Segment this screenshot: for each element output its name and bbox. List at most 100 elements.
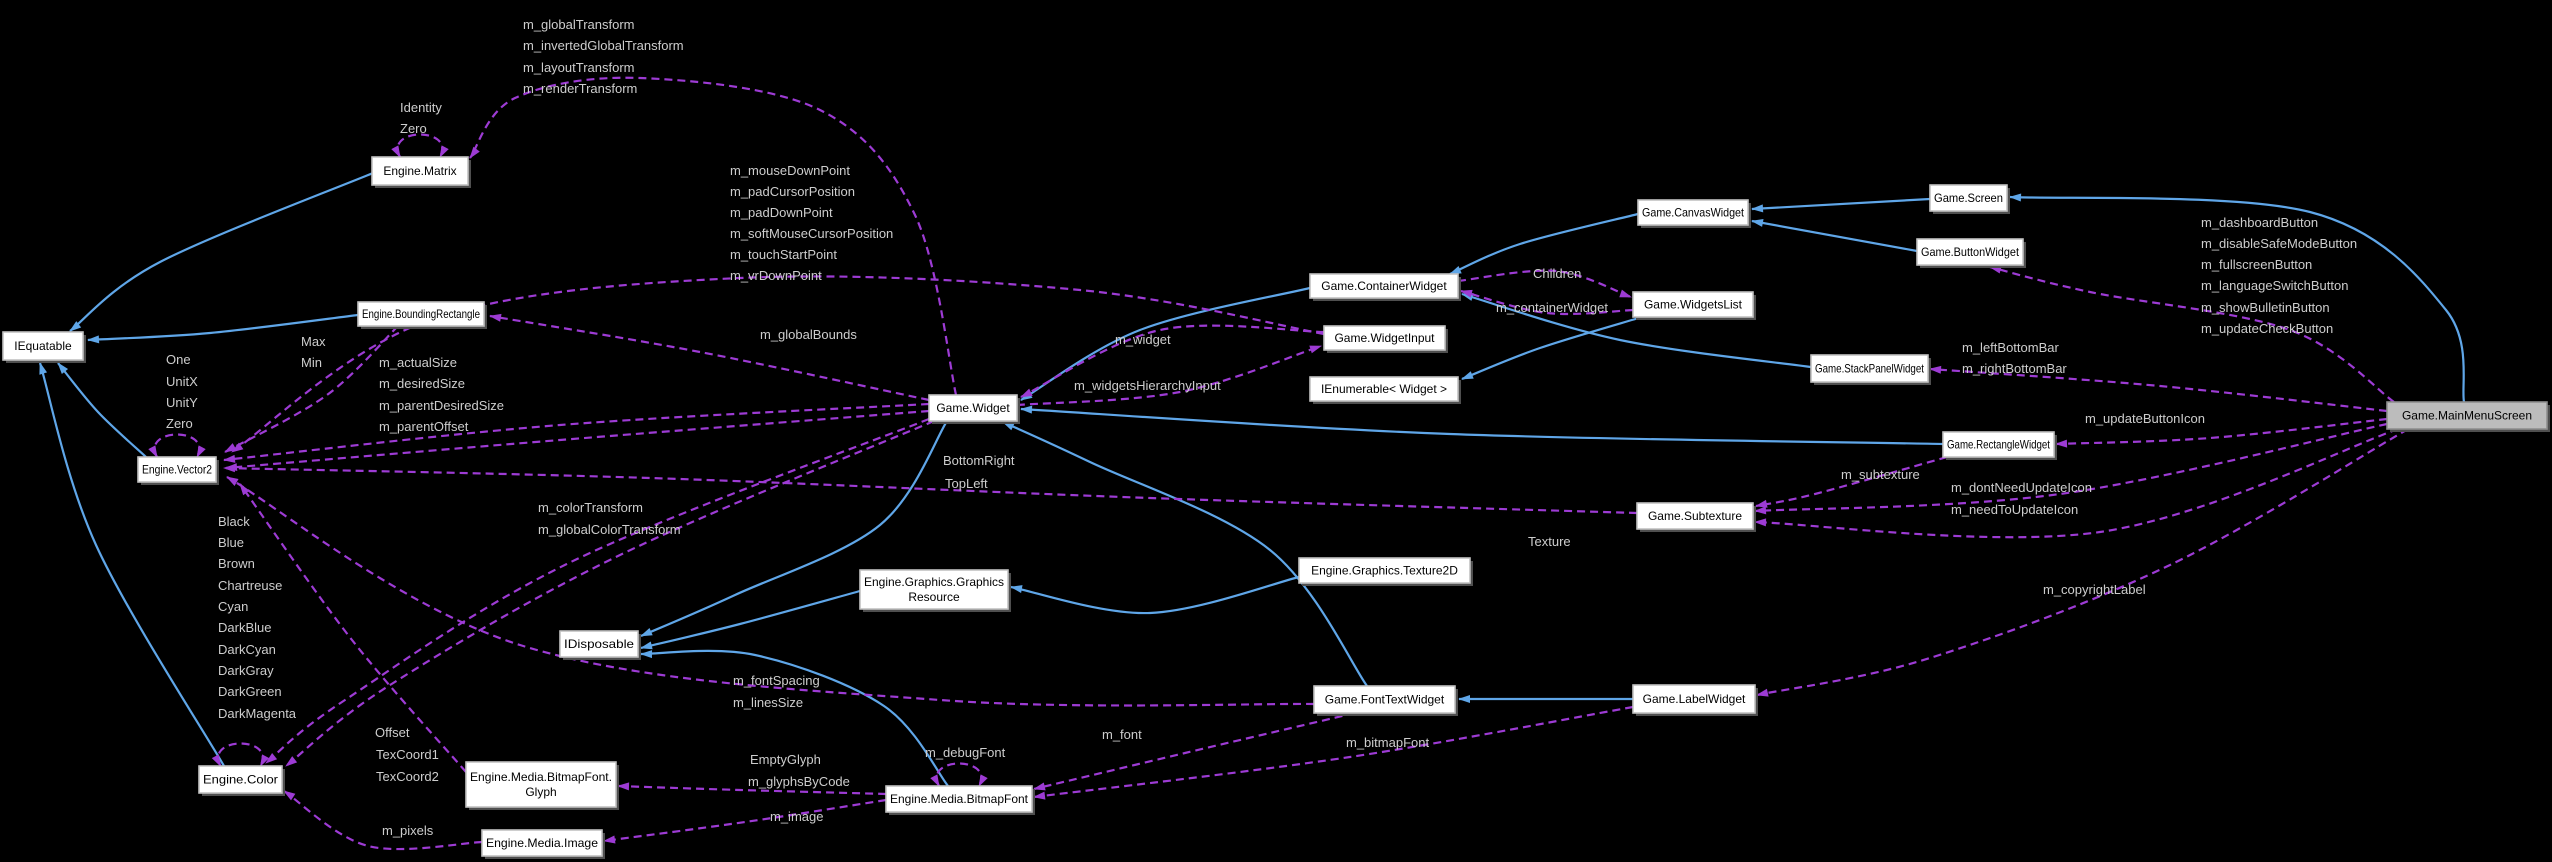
edge-matrix-ieq-inherits (69, 169, 379, 332)
edge-member-label: m_padDownPoint (730, 205, 833, 220)
edge-member-label: m_widgetsHierarchyInput (1074, 378, 1221, 393)
node-label: Game.WidgetsList (1644, 298, 1743, 312)
edge-mms-screen-inherits (2009, 193, 2466, 403)
edge-member-label: m_desiredSize (379, 376, 465, 391)
class-node-wlist[interactable]: Game.WidgetsList (1632, 291, 1756, 320)
edge-member-label: m_containerWidget (1496, 300, 1608, 315)
edge-canvas-cw-inherits (1449, 212, 1639, 276)
edge-member-label: m_needToUpdateIcon (1951, 502, 2078, 517)
class-node-matrix[interactable]: Engine.Matrix (371, 156, 471, 188)
node-box (1636, 502, 1754, 530)
edge-member-label: m_fullscreenButton (2201, 257, 2312, 272)
node-label: IEquatable (14, 339, 72, 353)
edge-member-label: m_fontSpacing (733, 673, 820, 688)
node-label: Engine.Matrix (383, 164, 456, 178)
edge-matrix-matrix-uses (391, 133, 449, 158)
edge-color-color-uses (211, 742, 270, 767)
node-box (859, 569, 1009, 610)
node-label: Game.FontTextWidget (1325, 693, 1445, 707)
class-node-subtex[interactable]: Game.Subtexture (1636, 502, 1756, 532)
node-box (1632, 291, 1754, 318)
edge-member-label: m_parentOffset (379, 419, 469, 434)
edge-member-label: One (166, 352, 191, 367)
node-box (1810, 354, 1929, 383)
class-node-tex2d[interactable]: Engine.Graphics.Texture2D (1298, 557, 1473, 586)
edge-member-label: m_dontNeedUpdateIcon (1951, 480, 2092, 495)
node-label: Glyph (525, 785, 556, 799)
edge-cw-wlist-uses (1457, 269, 1632, 299)
edge-bfont-glyph-uses (617, 782, 887, 796)
edge-member-label: Cyan (218, 599, 248, 614)
node-box (465, 761, 617, 808)
class-node-cw[interactable]: Game.ContainerWidget (1309, 273, 1461, 301)
edge-member-label: m_rightBottomBar (1962, 361, 2067, 376)
edge-widget-matrix-uses (469, 76, 958, 396)
class-node-glyph[interactable]: Engine.Media.BitmapFont.Glyph (465, 761, 619, 810)
edge-widget-color-uses (285, 419, 935, 767)
edges-layer (38, 76, 2466, 851)
node-label: Resource (908, 590, 960, 604)
class-node-ieq[interactable]: IEquatable (2, 331, 86, 363)
edge-member-label: m_disableSafeModeButton (2201, 236, 2357, 251)
node-label: Game.LabelWidget (1643, 692, 1746, 706)
node-box (559, 630, 639, 658)
class-node-canvas[interactable]: Game.CanvasWidget (1637, 199, 1751, 228)
node-label: Game.Widget (936, 401, 1010, 415)
edge-member-label: m_leftBottomBar (1962, 340, 2059, 355)
edge-tex2d-gres-inherits (1010, 575, 1300, 615)
node-label: Game.MainMenuScreen (2402, 409, 2532, 423)
class-node-rectw[interactable]: Game.RectangleWidget (1942, 431, 2057, 460)
edge-member-label: TexCoord2 (376, 769, 439, 784)
edge-member-label: m_bitmapFont (1346, 735, 1429, 750)
class-node-winput[interactable]: Game.WidgetInput (1323, 325, 1448, 353)
edge-widget-brect-uses (489, 313, 930, 402)
class-node-idisp[interactable]: IDisposable (559, 630, 641, 660)
edge-member-label: Zero (166, 416, 193, 431)
class-node-color[interactable]: Engine.Color (198, 765, 285, 796)
edge-bfont-idisp-inherits (640, 649, 949, 787)
class-node-bfont[interactable]: Engine.Media.BitmapFont (885, 785, 1035, 815)
node-label: Game.Subtexture (1648, 509, 1742, 523)
node-box (2, 331, 84, 361)
edge-member-label: m_copyrightLabel (2043, 582, 2146, 597)
edge-member-label: Min (301, 355, 322, 370)
edge-vec2-ieq-inherits (57, 362, 147, 458)
node-box (1637, 199, 1749, 226)
edge-wlist-cw-uses (1460, 289, 1634, 316)
edge-member-label: m_font (1102, 727, 1142, 742)
node-box (928, 394, 1018, 422)
class-node-image[interactable]: Engine.Media.Image (481, 829, 605, 859)
node-label: Engine.Color (203, 773, 278, 787)
edge-member-label: m_image (770, 809, 823, 824)
node-box (1632, 684, 1756, 714)
class-node-screen[interactable]: Game.Screen (1929, 184, 2010, 214)
edge-widget-color-uses (265, 417, 930, 764)
class-node-mms[interactable]: Game.MainMenuScreen (2386, 401, 2550, 432)
node-box (481, 829, 603, 857)
edge-member-label: Offset (375, 725, 410, 740)
node-label: Game.Screen (1934, 191, 2003, 205)
class-node-lblw[interactable]: Game.LabelWidget (1632, 684, 1758, 716)
edge-member-label: Zero (400, 121, 427, 136)
node-label: Engine.Media.Image (486, 836, 598, 850)
class-node-btnw[interactable]: Game.ButtonWidget (1916, 238, 2026, 268)
edge-member-label: BottomRight (943, 453, 1015, 468)
edge-member-label: DarkMagenta (218, 706, 297, 721)
edge-member-label: m_invertedGlobalTransform (523, 38, 684, 53)
edge-member-label: m_glyphsByCode (748, 774, 850, 789)
edge-subtex-vec2-uses (223, 464, 1638, 515)
edge-member-label: TopLeft (945, 476, 988, 491)
edge-gres-idisp-inherits (640, 589, 861, 650)
class-node-ienum[interactable]: IEnumerable< Widget > (1309, 376, 1461, 404)
class-node-widget[interactable]: Game.Widget (928, 394, 1020, 424)
node-box (357, 301, 485, 327)
class-node-spw[interactable]: Game.StackPanelWidget (1810, 354, 1931, 385)
class-node-ftw[interactable]: Game.FontTextWidget (1313, 685, 1458, 716)
node-box (137, 456, 217, 483)
edge-brect-ieq-inherits (87, 313, 359, 344)
class-node-brect[interactable]: Engine.BoundingRectangle (357, 301, 487, 329)
node-label: Engine.BoundingRectangle (362, 307, 480, 321)
class-node-vec2[interactable]: Engine.Vector2 (137, 456, 219, 485)
